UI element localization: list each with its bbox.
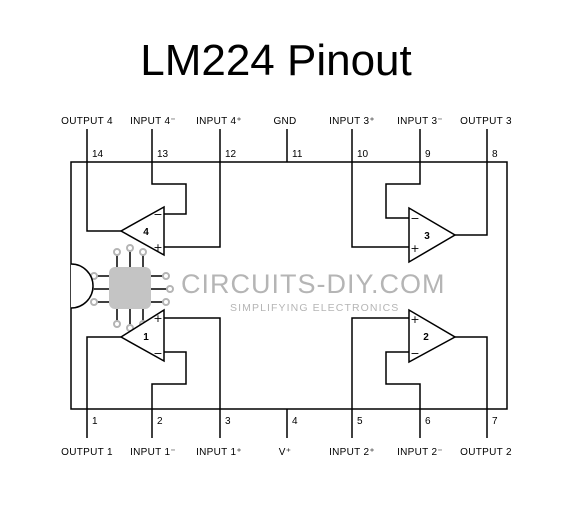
- amp2-plus-sign: +: [410, 313, 419, 326]
- amp3-wiring: [351, 162, 488, 248]
- pin-label-input-1-minus: INPUT 1⁻: [130, 447, 176, 458]
- pin-number: 4: [292, 416, 298, 427]
- amp1-minus-sign: −: [153, 347, 162, 360]
- pin-number: 7: [492, 416, 498, 427]
- pin-label-output-3: OUTPUT 3: [460, 116, 512, 127]
- op-amp-3: 3 − +: [408, 206, 457, 264]
- pin-label-gnd: GND: [273, 116, 296, 127]
- op-amp-1: 1 + −: [119, 308, 165, 363]
- pin-number: 9: [425, 149, 431, 160]
- top-pin-numbers: 14 13 12 11 10 9 8: [92, 149, 498, 160]
- pin-number: 10: [357, 149, 369, 160]
- amp4-plus-sign: +: [153, 241, 162, 254]
- pin-number: 11: [292, 149, 303, 160]
- bottom-pin-numbers: 1 2 3 4 5 6 7: [92, 416, 498, 427]
- amp3-number: 3: [424, 231, 430, 242]
- pin-number: 12: [225, 149, 237, 160]
- pin-number: 5: [357, 416, 363, 427]
- top-pin-labels: OUTPUT 4 INPUT 4⁻ INPUT 4⁺ GND INPUT 3⁺ …: [61, 116, 512, 127]
- pin-label-input-3-plus: INPUT 3⁺: [329, 116, 375, 127]
- pin-label-v-plus: V⁺: [279, 447, 292, 458]
- pin-number: 3: [225, 416, 231, 427]
- pin-label-output-1: OUTPUT 1: [61, 447, 113, 458]
- amp2-number: 2: [423, 332, 429, 343]
- package-notch: [70, 263, 94, 309]
- pin-label-input-3-minus: INPUT 3⁻: [397, 116, 443, 127]
- bottom-pin-labels: OUTPUT 1 INPUT 1⁻ INPUT 1⁺ V⁺ INPUT 2⁺ I…: [61, 447, 512, 458]
- amp3-minus-sign: −: [410, 212, 419, 225]
- amp4-minus-sign: −: [153, 208, 162, 221]
- pin-number: 14: [92, 149, 104, 160]
- amp1-number: 1: [143, 332, 149, 343]
- amp2-wiring: [351, 317, 488, 409]
- pin-label-output-2: OUTPUT 2: [460, 447, 512, 458]
- amp2-minus-sign: −: [410, 347, 419, 360]
- top-pin-leads: [86, 129, 488, 162]
- pin-label-input-1-plus: INPUT 1⁺: [196, 447, 242, 458]
- amp1-wiring: [86, 317, 221, 409]
- pin-label-input-2-minus: INPUT 2⁻: [397, 447, 443, 458]
- op-amp-4: 4 − +: [119, 205, 165, 257]
- pin-label-input-4-plus: INPUT 4⁺: [196, 116, 242, 127]
- pin-number: 6: [425, 416, 431, 427]
- watermark-brand: CIRCUITS-DIY.COM: [181, 269, 446, 299]
- page-title: LM224 Pinout: [140, 36, 412, 85]
- bottom-pin-leads: [86, 409, 488, 438]
- amp1-plus-sign: +: [153, 312, 162, 325]
- pin-label-output-4: OUTPUT 4: [61, 116, 113, 127]
- pin-number: 2: [157, 416, 163, 427]
- amp4-number: 4: [143, 227, 149, 238]
- chip-logo-icon: [86, 244, 174, 332]
- pin-number: 13: [157, 149, 169, 160]
- pin-label-input-2-plus: INPUT 2⁺: [329, 447, 375, 458]
- pin-number: 8: [492, 149, 498, 160]
- watermark: CIRCUITS-DIY.COM SIMPLIFYING ELECTRONICS: [86, 244, 446, 332]
- amp3-plus-sign: +: [410, 242, 419, 255]
- amp4-wiring: [86, 162, 221, 248]
- pin-number: 1: [92, 416, 98, 427]
- watermark-tagline: SIMPLIFYING ELECTRONICS: [230, 302, 399, 314]
- pin-label-input-4-minus: INPUT 4⁻: [130, 116, 176, 127]
- op-amp-2: 2 + −: [408, 308, 457, 364]
